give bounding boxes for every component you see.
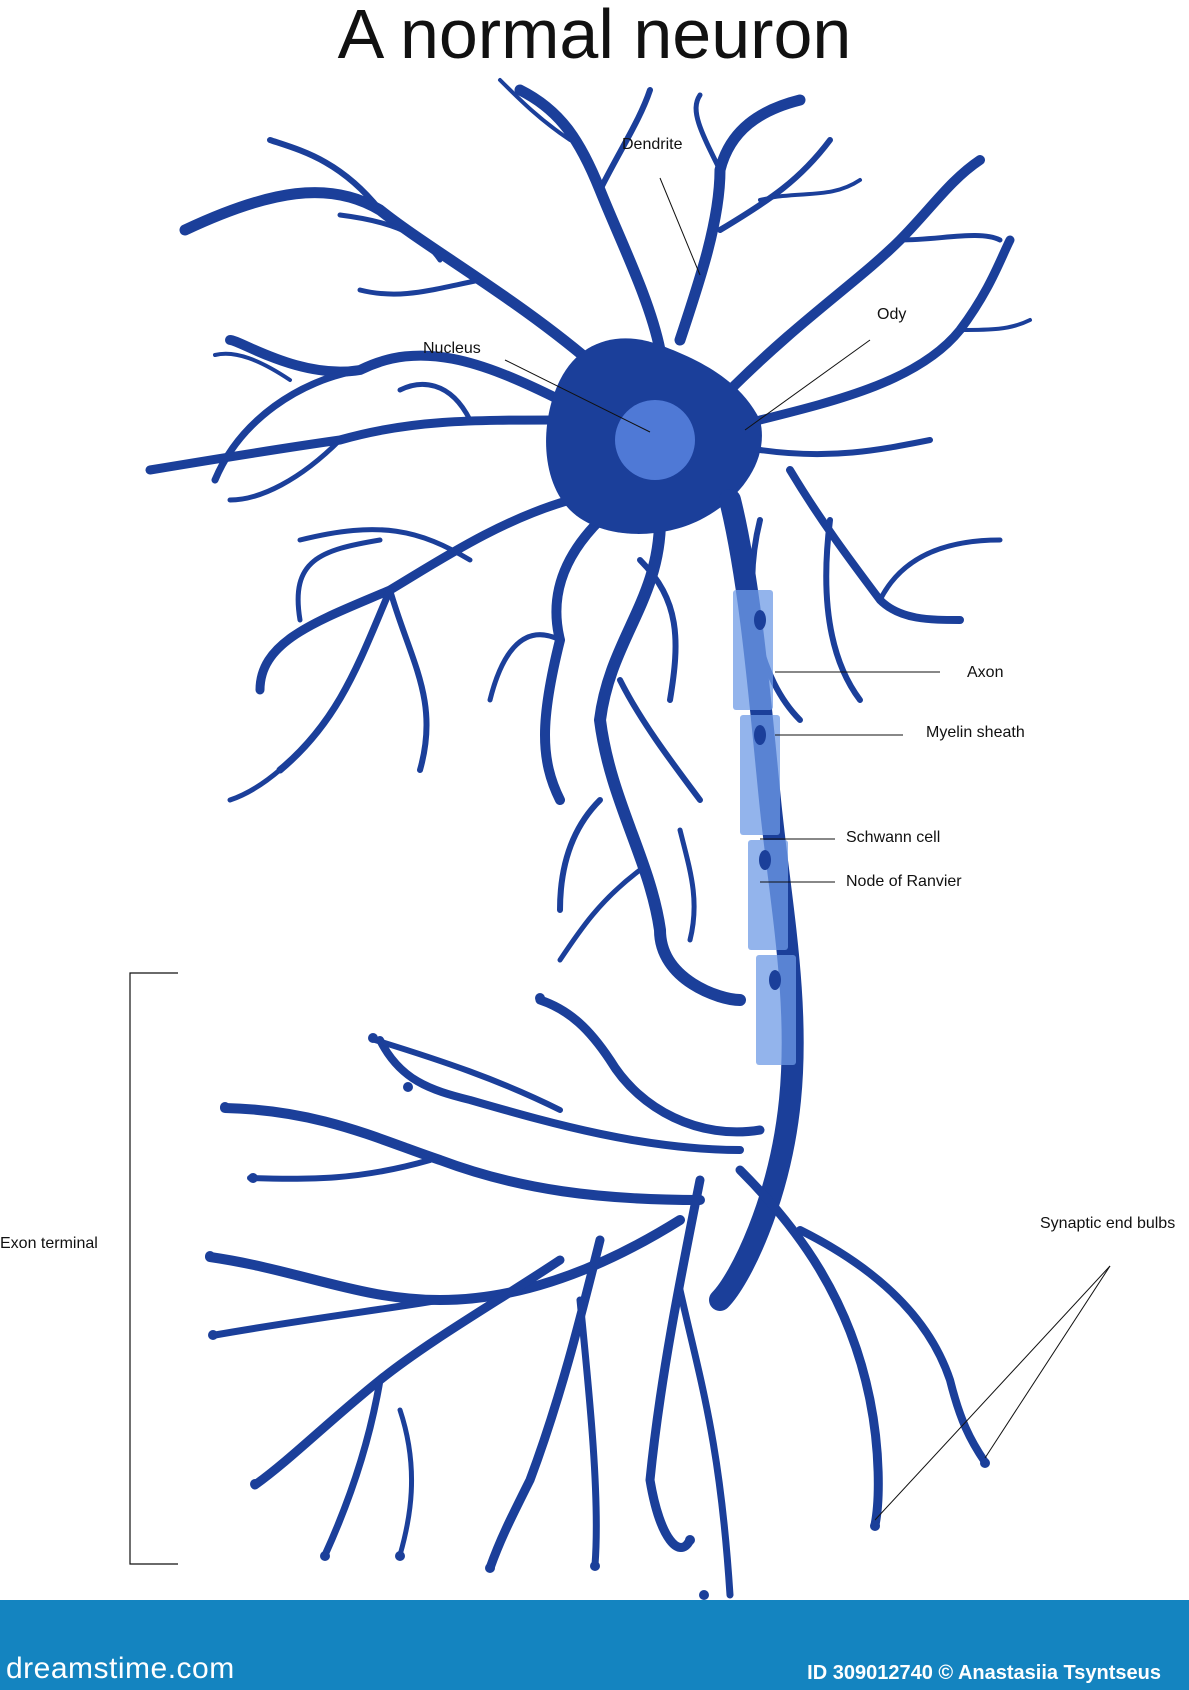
synaptic-bulbs [205, 993, 990, 1600]
label-node-of-ranvier: Node of Ranvier [846, 873, 962, 890]
label-dendrite: Dendrite [622, 136, 683, 153]
exon-terminal-bracket [129, 972, 178, 1565]
leader-lines [504, 177, 1111, 1521]
dendrites [145, 78, 1032, 1006]
footer-brand: dreamstime.com [6, 1652, 235, 1685]
myelin-segments [733, 590, 796, 1065]
nucleus-shape [615, 400, 695, 480]
label-synaptic-end-bulbs: Synaptic end bulbs [1040, 1215, 1176, 1232]
label-exon-terminal: Exon terminal [0, 1235, 98, 1252]
label-myelin-sheath: Myelin sheath [926, 724, 1025, 741]
watermark-footer: dreamstime.com ID 309012740 © Anastasiia… [0, 1600, 1189, 1690]
footer-credit: ID 309012740 © Anastasiia Tsyntseus [807, 1662, 1161, 1684]
label-nucleus: Nucleus [423, 340, 481, 357]
schwann-nuclei [754, 610, 781, 990]
axon-terminals [205, 995, 989, 1599]
label-axon: Axon [967, 664, 1004, 681]
label-schwann-cell: Schwann cell [846, 829, 941, 846]
label-ody: Ody [877, 306, 907, 323]
diagram-title: A normal neuron [337, 0, 852, 73]
